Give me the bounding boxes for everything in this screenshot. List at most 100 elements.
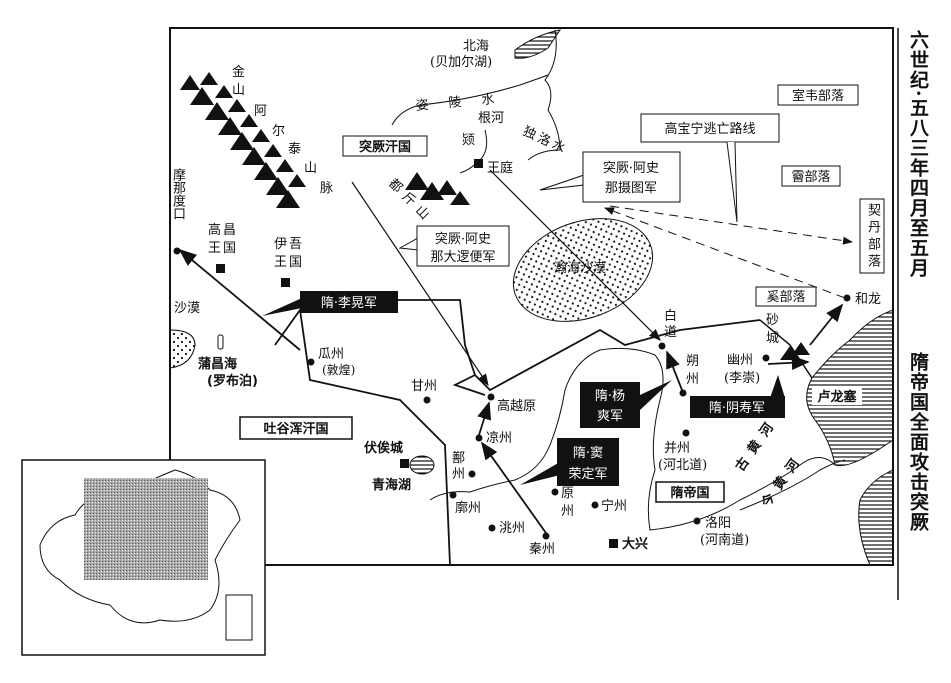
qinzhou-dot	[542, 532, 550, 540]
arrow-yangshuang	[666, 350, 683, 391]
bingzhou-dot	[682, 429, 690, 437]
svg-text:并州: 并州	[664, 441, 690, 456]
svg-text:秦州: 秦州	[529, 542, 555, 557]
svg-text:隋·李晃军: 隋·李晃军	[321, 296, 377, 311]
svg-text:根河: 根河	[478, 111, 504, 126]
old-yellow-river-label: 古黄河	[732, 413, 781, 474]
taozhou-dot	[488, 524, 496, 532]
svg-text:瀚海沙漠: 瀚海沙漠	[554, 261, 606, 276]
duluoshui-label: 独洛水	[520, 124, 570, 158]
kuozhou-dot	[449, 491, 457, 499]
fusicheng-capital-marker	[400, 459, 409, 468]
svg-text:隋帝国: 隋帝国	[670, 485, 709, 501]
svg-text:吐谷浑汗国: 吐谷浑汗国	[263, 421, 328, 437]
baikal-lake	[514, 29, 562, 59]
qinghai-lake	[409, 455, 435, 475]
xi2-tribe-label: 奚部落	[755, 286, 817, 307]
svg-text:北海: 北海	[463, 39, 489, 54]
svg-text:伏俟城: 伏俟城	[364, 440, 403, 456]
monaduokou-label: 摩那度口	[170, 168, 185, 220]
qidan-tribe-label: 契丹部落	[865, 203, 880, 271]
lulongsai-label: 卢龙塞	[812, 387, 862, 405]
shanzhou-dot	[468, 470, 476, 478]
svg-text:城: 城	[766, 331, 779, 346]
ningzhou-dot	[591, 501, 599, 509]
svg-text:卢龙塞: 卢龙塞	[817, 389, 857, 405]
river-huang-upper	[429, 479, 516, 501]
west-desert	[169, 329, 196, 369]
xi-tribe-label: 霫部落	[781, 165, 841, 187]
yellow-river-new	[739, 459, 846, 511]
svg-text:(贝加尔湖): (贝加尔湖)	[430, 55, 492, 70]
svg-text:隋·杨: 隋·杨	[595, 389, 625, 404]
inset-china-map	[21, 459, 266, 656]
lop-nur-lake	[217, 334, 224, 350]
svg-text:突厥·阿史: 突厥·阿史	[435, 231, 491, 247]
svg-text:山: 山	[304, 161, 317, 176]
arrow-dourongding	[480, 441, 547, 534]
altai-mountains-icon	[180, 72, 306, 208]
sui-dourongding-army-label: 隋·窦 荣定军	[520, 438, 619, 486]
yiwu-label: 伊吾王国	[274, 237, 305, 270]
shiwei-tribe-label: 室韦部落	[777, 84, 859, 106]
yellow-river-old	[514, 347, 836, 531]
svg-text:尔: 尔	[272, 124, 285, 139]
arrow-yinshou	[767, 355, 810, 371]
svg-text:突厥·阿史: 突厥·阿史	[603, 160, 659, 176]
svg-text:(河北道): (河北道)	[658, 458, 707, 473]
river-selenga	[527, 29, 561, 161]
svg-text:高宝宁逃亡路线: 高宝宁逃亡路线	[664, 121, 755, 137]
river-zilingshui	[391, 74, 549, 126]
svg-text:幽州: 幽州	[727, 353, 753, 368]
monaduokou-dot	[173, 247, 181, 255]
svg-text:鄯: 鄯	[452, 451, 465, 466]
svg-text:蒲昌海: 蒲昌海	[198, 356, 237, 372]
svg-text:廓州: 廓州	[455, 500, 481, 516]
sui-yangshuang-army-label: 隋·杨 爽军	[580, 380, 672, 428]
svg-text:隋·阴寿军: 隋·阴寿军	[709, 401, 765, 416]
inset-highlight-region	[84, 478, 208, 580]
arrow-liangzhou-gaoyue	[477, 401, 492, 436]
svg-text:室韦部落: 室韦部落	[792, 88, 844, 104]
svg-text:大兴: 大兴	[622, 536, 648, 552]
svg-text:(河南道): (河南道)	[700, 532, 749, 548]
escape-route-label: 高宝宁逃亡路线	[640, 113, 780, 223]
svg-text:宁州: 宁州	[601, 498, 627, 514]
tujue-shetu-army-label: 突厥·阿史 那摄图军	[539, 151, 681, 203]
svg-text:泰: 泰	[288, 142, 301, 157]
svg-text:道: 道	[664, 325, 677, 340]
svg-text:隋·窦: 隋·窦	[573, 446, 603, 461]
arrow-helong	[809, 303, 844, 346]
sui-yinshou-army-label: 隋·阴寿军	[690, 375, 785, 418]
korea-sea	[858, 469, 894, 566]
gaoyue-border	[452, 374, 486, 396]
sui-empire-label: 隋帝国	[655, 481, 725, 503]
yiwu-capital-marker	[281, 278, 290, 287]
svg-text:奚部落: 奚部落	[766, 290, 805, 305]
ganzhou-dot	[423, 396, 431, 404]
tuyuhun-border	[299, 309, 451, 566]
arrow-daluobian	[351, 181, 489, 386]
svg-text:霫部落: 霫部落	[791, 170, 830, 185]
svg-text:(敦煌): (敦煌)	[322, 362, 355, 377]
svg-text:爽军: 爽军	[597, 409, 623, 424]
svg-text:州: 州	[452, 467, 465, 482]
arrow-lihuang	[178, 248, 301, 351]
map-frame	[169, 27, 894, 566]
svg-text:高越原: 高越原	[497, 398, 536, 414]
svg-text:颎: 颎	[462, 133, 475, 148]
youzhou-dot	[762, 354, 770, 362]
svg-text:洛阳: 洛阳	[705, 516, 731, 531]
daxing-capital-marker	[609, 539, 618, 548]
svg-text:(罗布泊): (罗布泊)	[207, 373, 258, 389]
helong-dot	[843, 294, 851, 302]
city-markers	[173, 159, 851, 548]
luoyang-dot	[693, 517, 701, 525]
tujue-khanate-label: 突厥汗国	[342, 135, 428, 157]
svg-text:瓜州: 瓜州	[318, 347, 344, 362]
liangzhou-dot	[475, 434, 483, 442]
svg-text:洮州: 洮州	[499, 521, 525, 536]
guazhou-dot	[307, 358, 315, 366]
baidao-dot	[658, 342, 666, 350]
svg-text:州: 州	[686, 372, 699, 387]
